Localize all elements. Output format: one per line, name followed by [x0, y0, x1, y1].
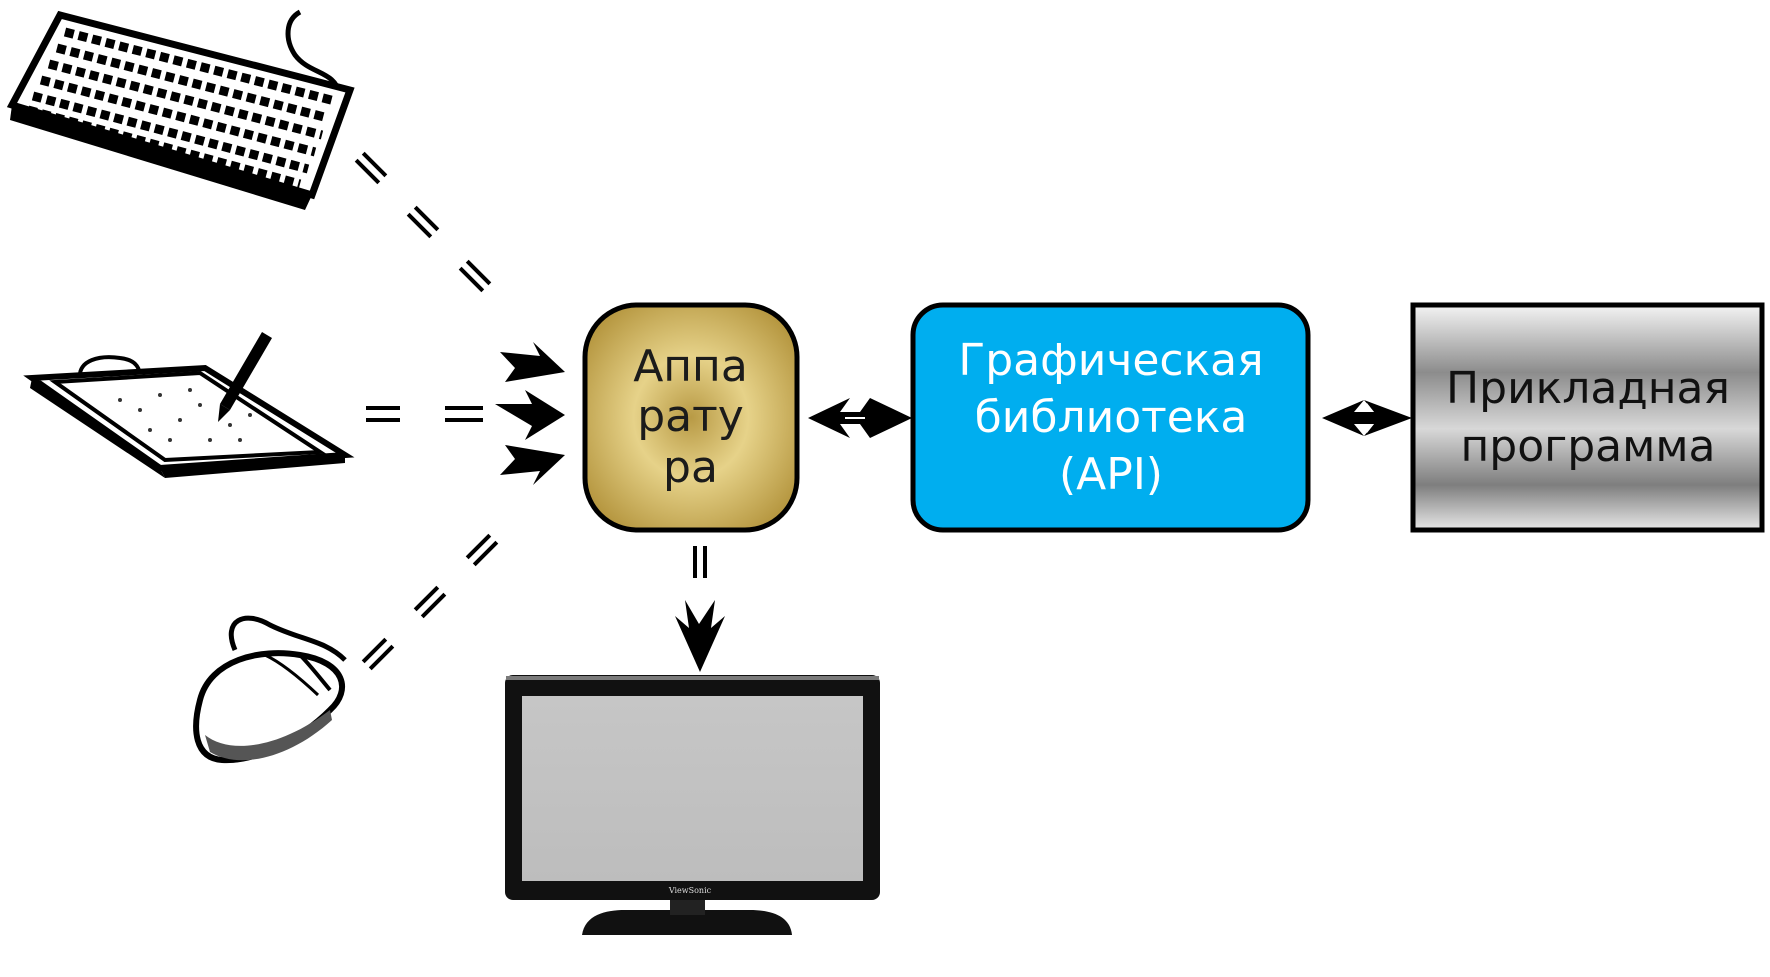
monitor-brand: ViewSonic — [668, 886, 712, 895]
monitor-icon: ViewSonic — [505, 675, 880, 935]
hardware-box — [582, 302, 800, 533]
edge-hardware-library — [808, 398, 912, 438]
tablet-pen-icon — [23, 332, 355, 478]
mouse-icon — [193, 615, 347, 764]
edge-hardware-monitor — [693, 546, 707, 578]
edge-tablet-hardware — [366, 406, 483, 422]
graphics-library-box — [910, 302, 1311, 533]
edge-mouse-hardware — [361, 533, 499, 671]
edge-keyboard-hardware — [354, 151, 492, 293]
edge-library-application — [1322, 400, 1412, 436]
arrowheads-into-hardware — [495, 342, 725, 672]
application-box — [1410, 302, 1765, 533]
keyboard-icon — [6, 9, 355, 210]
